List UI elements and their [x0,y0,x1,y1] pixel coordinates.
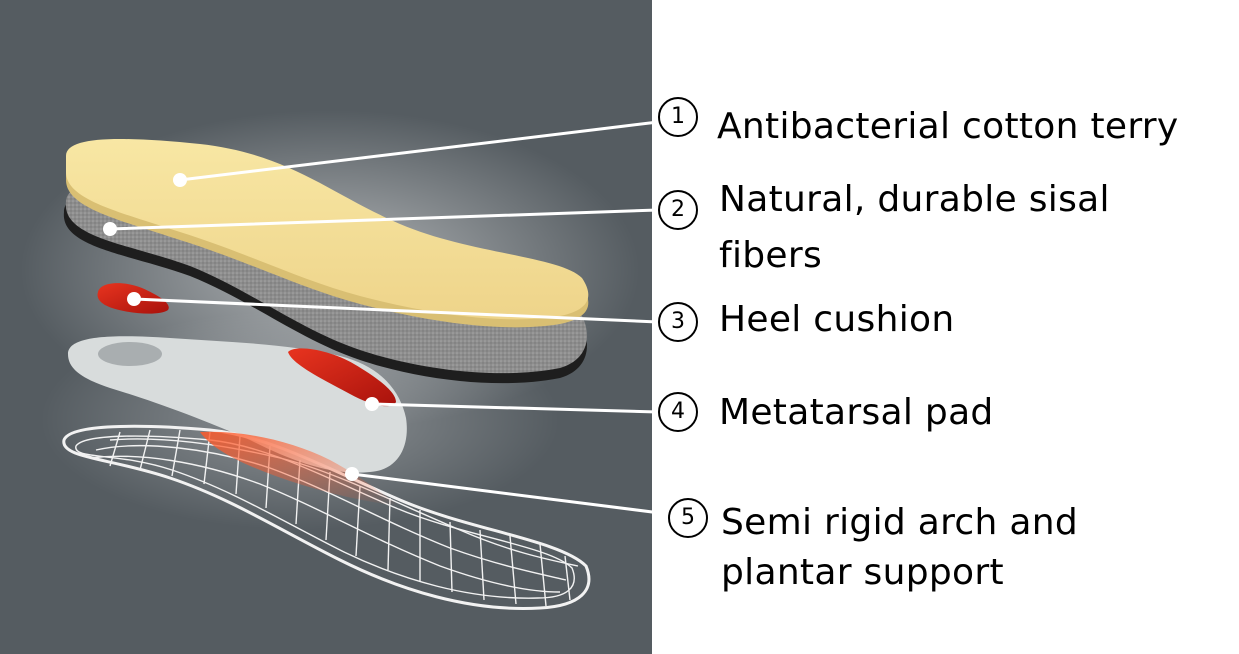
callout-number-4: 4 [658,392,698,432]
callout-label-2-line-2: fibers [719,230,822,282]
callout-number-2: 2 [658,190,698,230]
callout-label-5-line-2: plantar support [721,547,1004,599]
callout-label-4: Metatarsal pad [719,387,994,439]
callout-label-3: Heel cushion [719,294,954,346]
callout-label-5-line-1: Semi rigid arch and [721,497,1078,549]
callout-number-5: 5 [668,498,708,538]
callout-number-3: 3 [658,302,698,342]
callout-number-1: 1 [658,97,698,137]
callout-label-1: Antibacterial cotton terry [717,101,1179,153]
callout-label-2-line-1: Natural, durable sisal [719,174,1110,226]
